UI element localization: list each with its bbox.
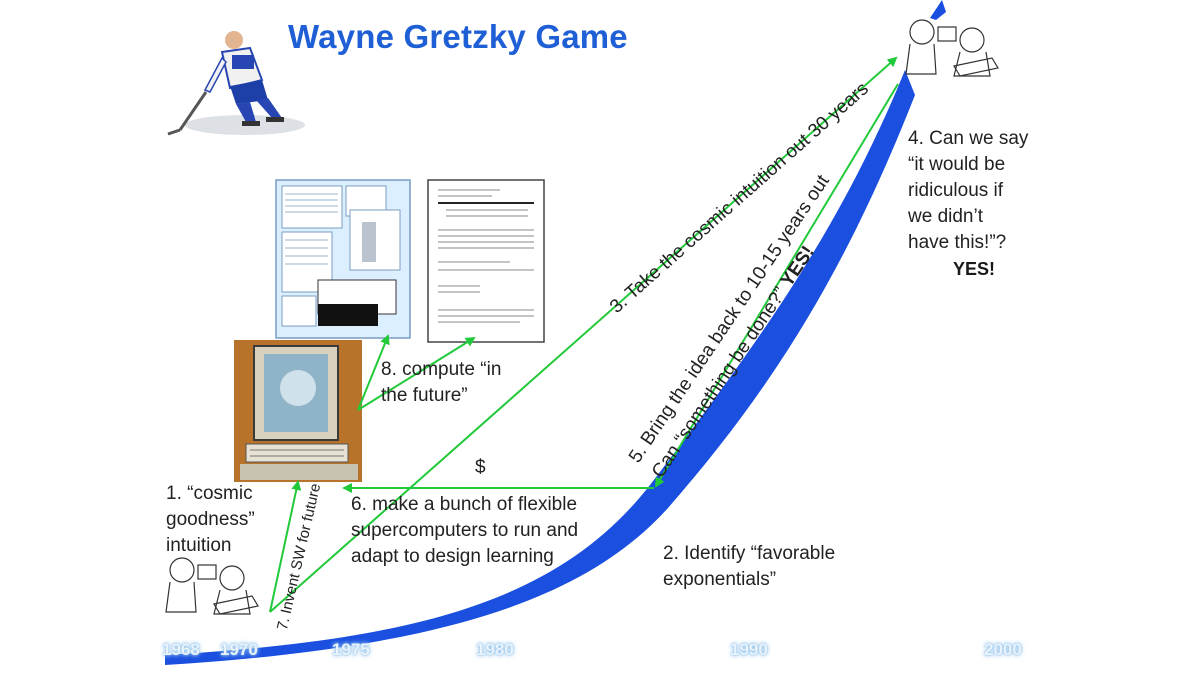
step-6-label: 6. make a bunch of flexible supercompute… bbox=[351, 492, 578, 570]
step-2-line-2: exponentials” bbox=[663, 569, 777, 590]
step-6-line-1: 6. make a bunch of flexible bbox=[351, 494, 578, 515]
step-8-label: 8. compute “in the future” bbox=[381, 357, 501, 409]
arrow-8-compute-future-a bbox=[357, 334, 390, 411]
step-4-line-4: we didn’t bbox=[908, 206, 983, 227]
page-title: Wayne Gretzky Game bbox=[288, 18, 628, 55]
arrow-3-intuition-out bbox=[269, 56, 898, 613]
children-with-computer-icon bbox=[165, 557, 259, 615]
year-label-1975: 1975 bbox=[332, 640, 370, 659]
step-6-line-3: adapt to design learning bbox=[351, 546, 554, 567]
exponential-curve bbox=[165, 70, 915, 665]
step-6-line-2: supercomputers to run and bbox=[351, 520, 579, 541]
step-4-label: 4. Can we say “it would be ridiculous if… bbox=[908, 126, 1028, 256]
step-4-yes: YES! bbox=[953, 259, 996, 279]
curve-tip bbox=[930, 0, 946, 20]
year-label-2000: 2000 bbox=[984, 640, 1022, 659]
year-label-1980: 1980 bbox=[476, 640, 514, 659]
year-label-1968: 1968 bbox=[162, 640, 200, 659]
gui-screen-icon bbox=[275, 179, 411, 339]
paper-document-icon bbox=[427, 179, 545, 343]
step-1-line-1: 1. “cosmic bbox=[166, 483, 253, 504]
step-8-line-2: the future” bbox=[381, 385, 468, 406]
year-label-1990: 1990 bbox=[730, 640, 768, 659]
step-2-label: 2. Identify “favorable exponentials” bbox=[663, 541, 835, 593]
step-4-line-2: “it would be bbox=[908, 154, 1006, 175]
step-1-label: 1. “cosmic goodness” intuition bbox=[166, 481, 255, 559]
hockey-player-icon bbox=[167, 31, 305, 136]
step-4-line-3: ridiculous if bbox=[908, 180, 1004, 201]
arrow-5-bring-back bbox=[654, 83, 899, 488]
step-1-line-2: goodness” bbox=[166, 509, 255, 530]
children-with-computer-icon-top bbox=[905, 19, 999, 77]
step-1-line-3: intuition bbox=[166, 535, 232, 556]
arrow-8-compute-future-b bbox=[357, 336, 476, 411]
step-2-line-1: 2. Identify “favorable bbox=[663, 543, 836, 564]
year-label-1970: 1970 bbox=[220, 640, 258, 659]
step-4-line-1: 4. Can we say bbox=[908, 128, 1029, 149]
step-4-line-5: have this!”? bbox=[908, 232, 1007, 253]
step-6-dollar: $ bbox=[475, 457, 486, 478]
alto-computer-icon bbox=[234, 340, 362, 482]
step-8-line-1: 8. compute “in bbox=[381, 359, 502, 380]
arrow-7-invent-sw bbox=[269, 480, 302, 613]
